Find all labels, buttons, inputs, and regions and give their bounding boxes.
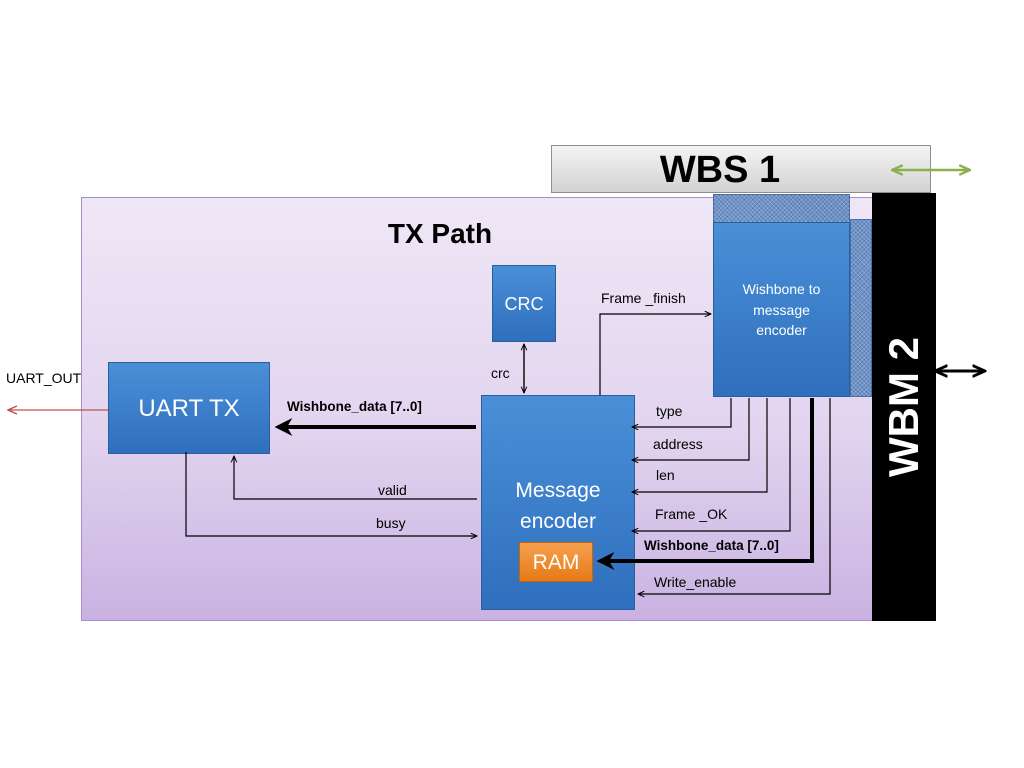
wbs1-bar bbox=[551, 145, 931, 193]
valid-label: valid bbox=[378, 482, 407, 498]
wishbone-data-right-arrow bbox=[596, 398, 814, 570]
crc-signal-label: crc bbox=[491, 365, 510, 381]
uart-tx-block: UART TX bbox=[108, 362, 270, 454]
len-arrow bbox=[632, 398, 768, 492]
wishbone-data-left-label: Wishbone_data [7..0] bbox=[287, 399, 422, 414]
wbs1-label: WBS 1 bbox=[659, 149, 781, 191]
valid-arrow bbox=[234, 456, 477, 500]
wishbone-encoder-texture-side bbox=[850, 219, 872, 397]
write-enable-label: Write_enable bbox=[654, 574, 737, 590]
wishbone-data-right-label: Wishbone_data [7..0] bbox=[644, 538, 779, 553]
type-label: type bbox=[656, 403, 683, 419]
busy-label: busy bbox=[376, 515, 406, 531]
frame-finish-arrow bbox=[599, 314, 711, 395]
type-arrow bbox=[632, 398, 732, 427]
message-encoder-label: Message encoder bbox=[515, 479, 601, 533]
wbm2-bar bbox=[872, 193, 936, 621]
frame-ok-label: Frame _OK bbox=[655, 506, 728, 522]
wishbone-encoder-texture-top bbox=[713, 194, 850, 224]
wishbone-encoder-label: Wishbone to message encoder bbox=[742, 281, 821, 338]
busy-arrow bbox=[185, 452, 477, 536]
tx-path-title: TX Path bbox=[387, 218, 493, 249]
wishbone-encoder-block bbox=[713, 222, 850, 397]
frame-ok-arrow bbox=[632, 398, 791, 531]
write-enable-arrow bbox=[638, 398, 831, 594]
crc-block: CRC bbox=[492, 265, 556, 342]
len-label: len bbox=[656, 467, 675, 483]
uart-out-label: UART_OUT bbox=[6, 370, 82, 386]
address-label: address bbox=[653, 436, 703, 452]
frame-finish-label: Frame _finish bbox=[601, 290, 686, 306]
ram-block: RAM bbox=[519, 542, 593, 582]
address-arrow bbox=[632, 398, 750, 460]
